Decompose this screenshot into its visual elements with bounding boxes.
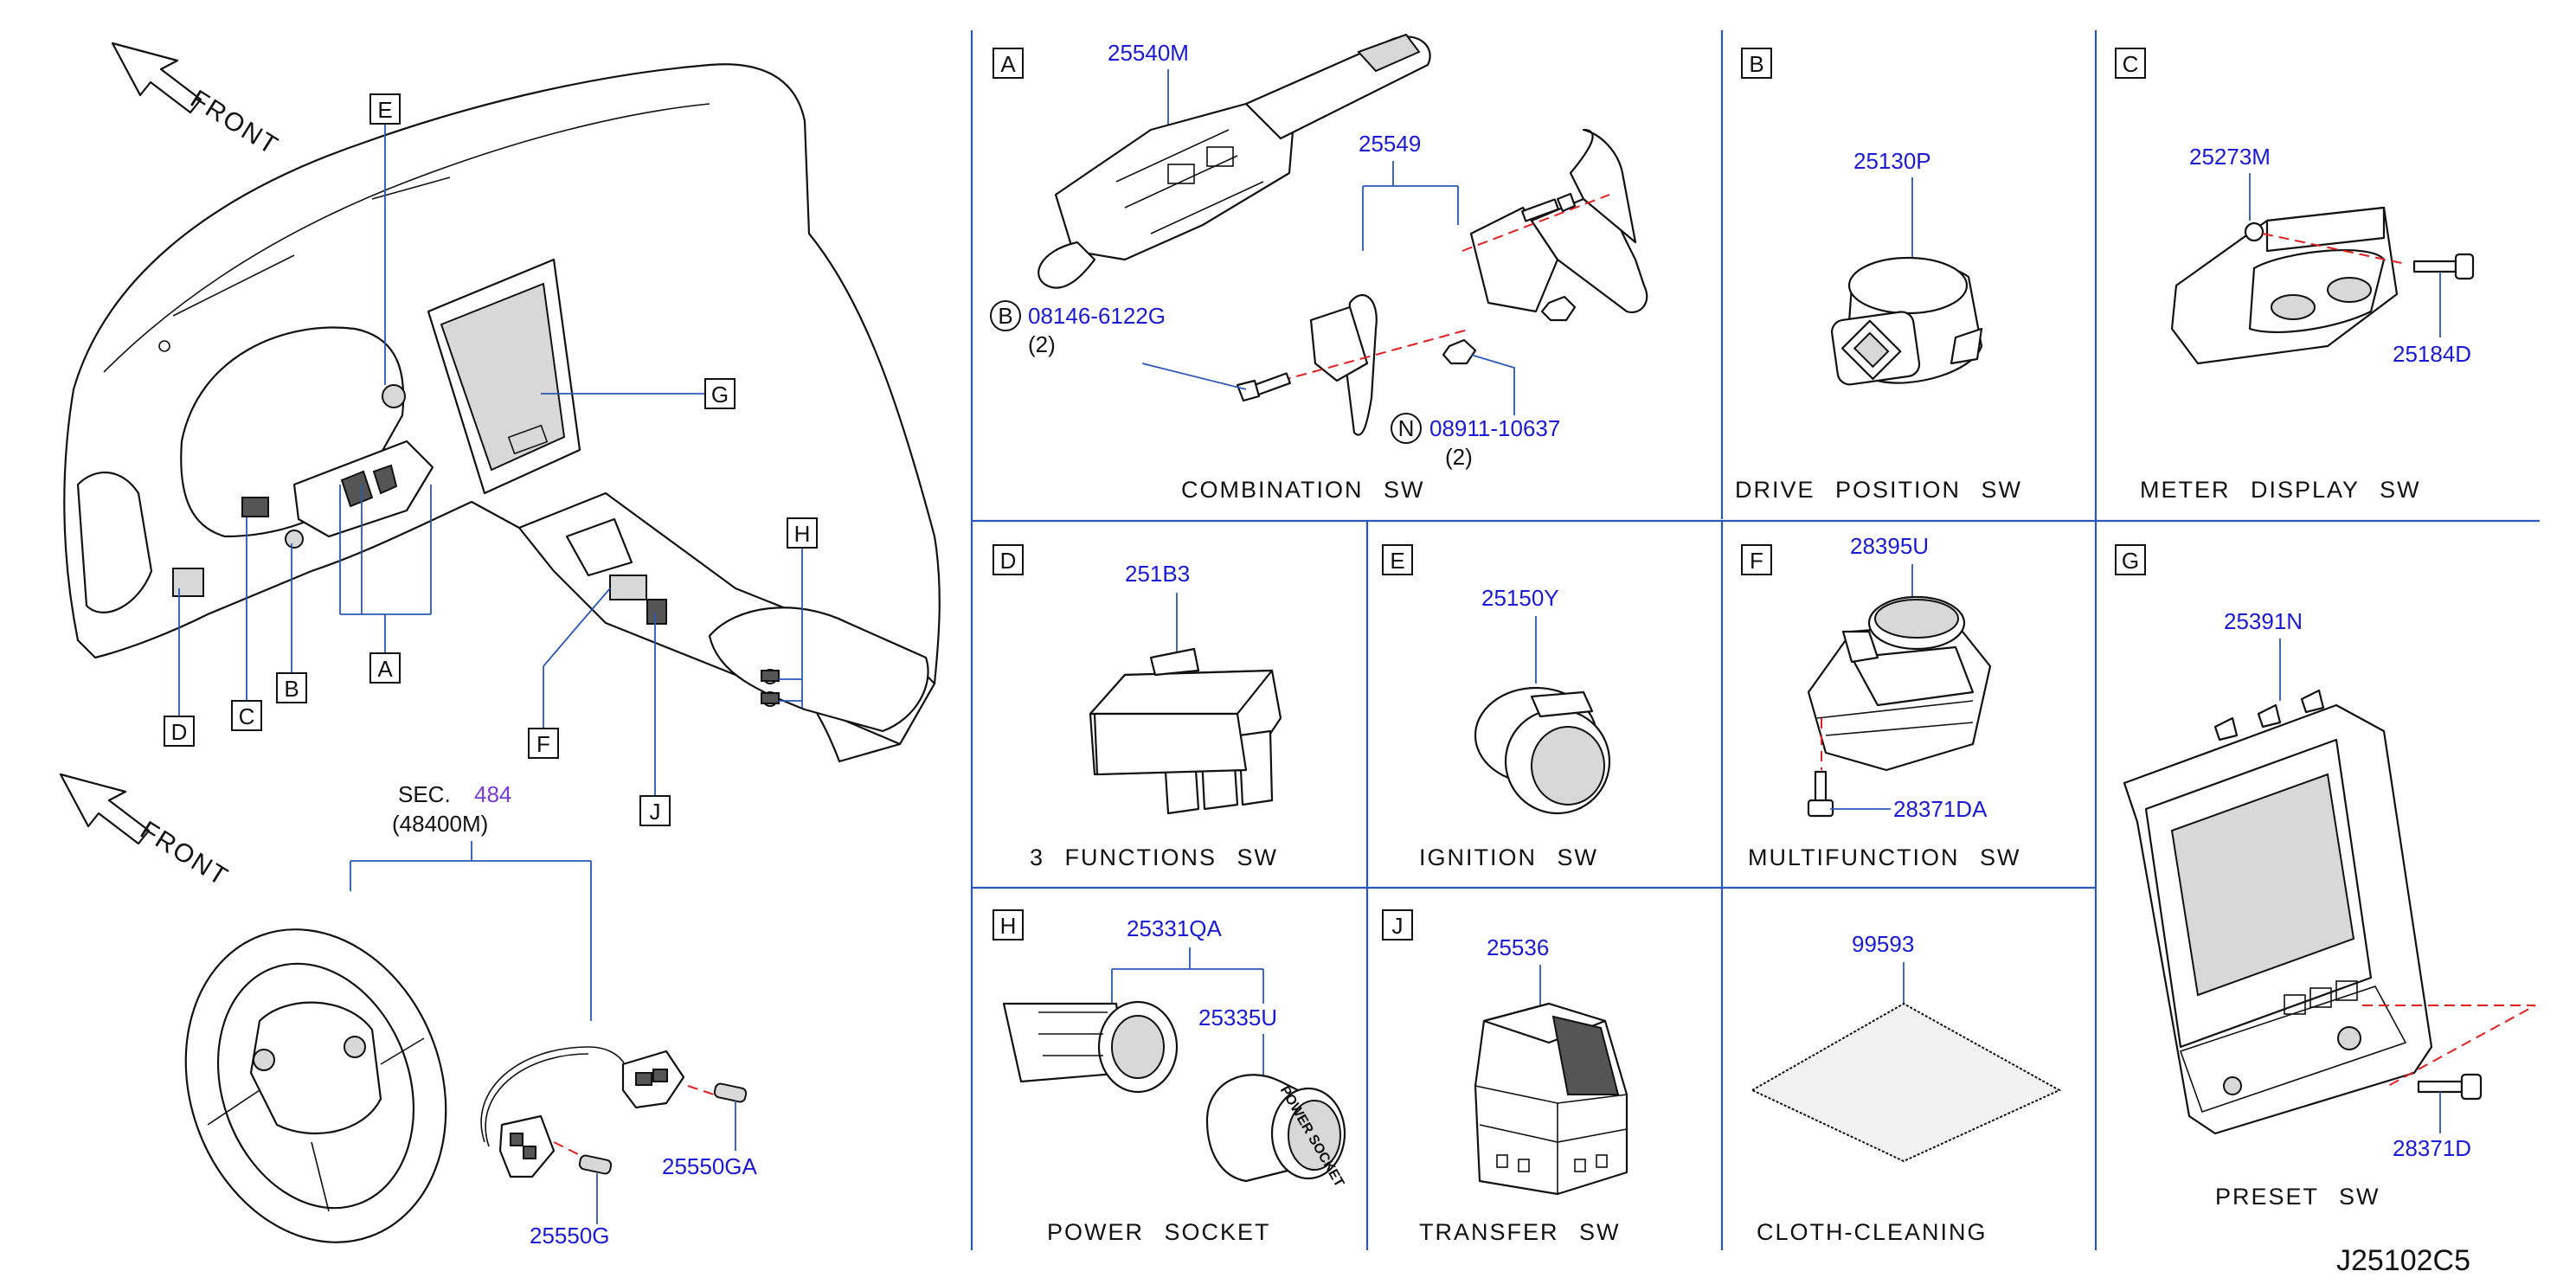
panel-f-letter: F: [1750, 548, 1763, 574]
panel-j-letter: J: [1392, 913, 1404, 939]
nut-marker-n: N: [1398, 415, 1415, 441]
callout-f: F: [528, 728, 559, 759]
callout-a: A: [369, 652, 401, 684]
part-25273M: 25273M: [2189, 144, 2271, 170]
panel-g-title: PRESET SW: [2215, 1184, 2380, 1210]
panel-d-letter: D: [1000, 548, 1017, 574]
panel-f-title: MULTIFUNCTION SW: [1748, 844, 2020, 870]
part-251B3: 251B3: [1125, 561, 1190, 587]
steering-front-label: FRONT: [135, 816, 234, 892]
bolt-quantity: (2): [1028, 331, 1056, 357]
front-arrow-icon: [111, 42, 202, 114]
panel-d-title: 3 FUNCTIONS SW: [1030, 844, 1278, 870]
front-label: FRONT: [185, 85, 284, 161]
panel-h-title: POWER SOCKET: [1047, 1219, 1271, 1245]
callout-j: J: [639, 795, 671, 826]
panel-c: C 25273M 25184D METER DISPLAY SW: [2115, 48, 2475, 503]
panel-c-letter: C: [2123, 51, 2139, 77]
overview-steering: FRONT SEC. 484 (48400M) 25550GA 25550G: [59, 773, 758, 1249]
panel-c-title: METER DISPLAY SW: [2140, 477, 2421, 503]
panel-b-title: DRIVE POSITION SW: [1735, 477, 2022, 503]
part-25335U: 25335U: [1198, 1005, 1277, 1030]
panel-cloth: 99593 CLOTH-CLEANING: [1750, 931, 2062, 1245]
part-25331QA: 25331QA: [1127, 915, 1223, 941]
panel-b: B 25130P DRIVE POSITION SW: [1735, 48, 2022, 503]
svg-text:B: B: [284, 676, 299, 702]
panel-b-letter: B: [1749, 51, 1763, 77]
part-25391N: 25391N: [2224, 608, 2303, 634]
panel-d: D 251B3 3 FUNCTIONS SW: [992, 544, 1282, 870]
part-25550GA: 25550GA: [662, 1153, 758, 1179]
part-28395U: 28395U: [1850, 533, 1929, 559]
bolt-marker-b: B: [998, 303, 1012, 329]
panel-cloth-title: CLOTH-CLEANING: [1757, 1219, 1988, 1245]
svg-text:E: E: [377, 97, 392, 123]
part-25549: 25549: [1359, 131, 1421, 157]
part-99593: 99593: [1852, 931, 1914, 957]
callout-d: D: [164, 716, 195, 747]
bolt-icon: [1521, 192, 1577, 222]
svg-text:F: F: [536, 731, 550, 757]
svg-text:D: D: [171, 719, 188, 745]
part-25130P: 25130P: [1853, 148, 1931, 174]
panel-h: H 25331QA 25335U POWER SOCKET POWER SOCK…: [992, 909, 1346, 1245]
bolt-icon: [1236, 372, 1291, 402]
overview-callouts: E G H A B C D F: [164, 93, 818, 826]
svg-text:A: A: [377, 656, 393, 682]
callout-h: H: [787, 517, 818, 549]
panel-e-letter: E: [1390, 548, 1404, 574]
panel-f: F 28395U 28371DA MULTIFUNCTION SW: [1741, 533, 2020, 870]
nut-quantity: (2): [1445, 444, 1473, 470]
part-08911-10637: 08911-10637: [1429, 415, 1560, 441]
overview-dashboard: FRONT: [63, 42, 941, 763]
svg-text:H: H: [794, 521, 811, 547]
sec-label: SEC.: [398, 781, 451, 807]
part-28371D: 28371D: [2393, 1135, 2471, 1161]
panel-a-title: COMBINATION SW: [1181, 477, 1425, 503]
callout-g: G: [704, 378, 736, 409]
panel-j: J 25536 TRANSFER SW: [1382, 909, 1628, 1245]
svg-text:C: C: [239, 703, 255, 729]
panel-j-title: TRANSFER SW: [1419, 1219, 1621, 1245]
panel-g: G 25391N 28371D PRESET SW: [2115, 544, 2536, 1210]
svg-text:G: G: [711, 382, 729, 408]
part-25550G: 25550G: [530, 1223, 610, 1249]
screw-icon: [2412, 253, 2475, 280]
callout-b: B: [276, 672, 307, 703]
nut-icon: [1540, 295, 1577, 322]
part-25536: 25536: [1487, 934, 1549, 960]
diagram-code: J25102C5: [2336, 1244, 2470, 1277]
callout-e: E: [369, 93, 401, 125]
sec-part-number: (48400M): [392, 811, 488, 837]
panel-grid: [970, 30, 2540, 1250]
overview-leaders: [178, 124, 803, 796]
nut-icon: [1442, 338, 1477, 365]
panel-e-title: IGNITION SW: [1419, 844, 1598, 870]
panel-h-letter: H: [1000, 913, 1017, 939]
part-28371DA: 28371DA: [1893, 796, 1988, 822]
panel-a: A 25540M 25549: [990, 33, 1648, 503]
panel-a-letter: A: [1000, 51, 1016, 77]
panel-g-letter: G: [2122, 548, 2139, 574]
part-25150Y: 25150Y: [1481, 585, 1559, 611]
callout-c: C: [231, 700, 262, 731]
part-25540M: 25540M: [1108, 40, 1189, 66]
panel-e: E 25150Y IGNITION SW: [1382, 544, 1611, 870]
screw-icon: [1807, 770, 1834, 818]
sec-number: 484: [474, 781, 511, 807]
screw-icon: [2417, 1073, 2483, 1101]
svg-text:J: J: [650, 799, 661, 825]
front-arrow-icon: [59, 773, 151, 845]
part-08146-6122G: 08146-6122G: [1028, 303, 1166, 329]
part-25184D: 25184D: [2393, 341, 2471, 367]
